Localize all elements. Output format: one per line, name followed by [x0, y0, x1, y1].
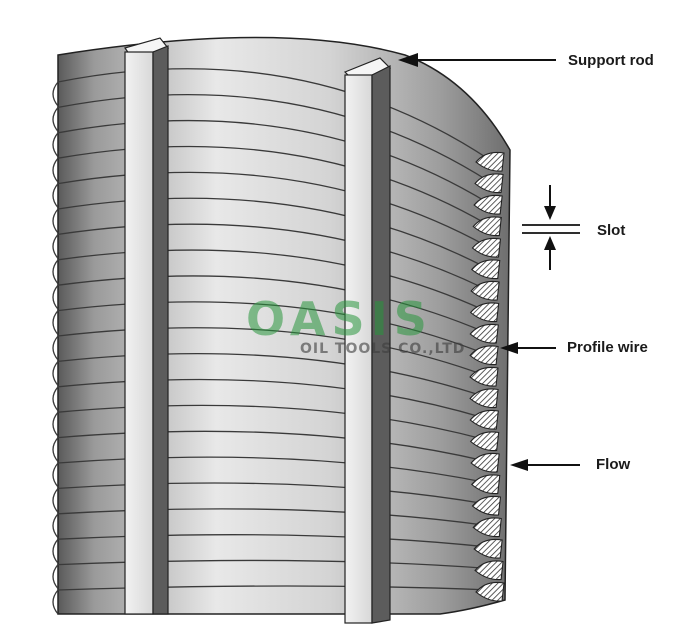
- wire-line: [52, 301, 485, 355]
- wire-cross-section: [475, 151, 505, 172]
- wire-line: [52, 508, 488, 539]
- wire-line: [52, 119, 489, 204]
- profile-wires: [52, 68, 491, 615]
- wire-cross-section: [473, 538, 503, 559]
- wire-cross-section: [473, 194, 503, 215]
- wire-line: [52, 534, 489, 564]
- wire-cross-section: [469, 345, 499, 366]
- wire-line: [52, 482, 487, 513]
- wire-cross-section: [475, 581, 505, 602]
- wire-cross-section: [470, 474, 501, 495]
- wire-cross-section: [470, 452, 500, 473]
- label-profile-wire: Profile wire: [567, 339, 648, 356]
- wire-line: [52, 378, 485, 419]
- wire-line: [52, 249, 485, 312]
- wire-cross-section: [469, 409, 499, 430]
- wire-cross-sections: [469, 151, 505, 602]
- label-slot: Slot: [597, 222, 626, 239]
- wire-cross-section: [471, 237, 502, 258]
- wire-line: [52, 327, 485, 376]
- wire-cross-section: [469, 323, 499, 344]
- wire-line: [52, 559, 490, 590]
- wire-cross-section: [469, 431, 500, 452]
- wire-cross-section: [470, 280, 500, 301]
- wire-line: [52, 430, 486, 463]
- wire-cross-section: [472, 517, 502, 538]
- wire-line: [52, 68, 491, 161]
- wire-line: [52, 404, 485, 441]
- wire-line: [52, 456, 486, 488]
- wire-cross-section: [470, 259, 501, 280]
- label-flow: Flow: [596, 456, 631, 473]
- watermark-brand: OASIS: [246, 292, 433, 346]
- wire-line: [52, 353, 485, 398]
- wire-cross-section: [472, 216, 502, 237]
- wire-line: [52, 223, 486, 290]
- arrows: [398, 53, 580, 471]
- wire-line: [52, 275, 485, 333]
- watermark-subtitle: OIL TOOLS CO.,LTD: [300, 341, 466, 357]
- wire-cross-section: [469, 388, 499, 409]
- support-rod-right: [343, 57, 392, 624]
- wire-line: [52, 145, 488, 226]
- wire-cross-section: [469, 302, 500, 323]
- wire-line: [52, 197, 487, 269]
- wire-line: [52, 585, 491, 615]
- support-rod-left: [124, 37, 170, 615]
- label-support-rod: Support rod: [568, 52, 654, 69]
- wire-line: [52, 171, 487, 247]
- wire-cross-section: [471, 495, 502, 516]
- wire-line: [52, 94, 490, 183]
- wire-cross-section: [469, 366, 499, 387]
- wire-cross-section: [474, 173, 504, 194]
- wire-cross-section: [474, 560, 504, 581]
